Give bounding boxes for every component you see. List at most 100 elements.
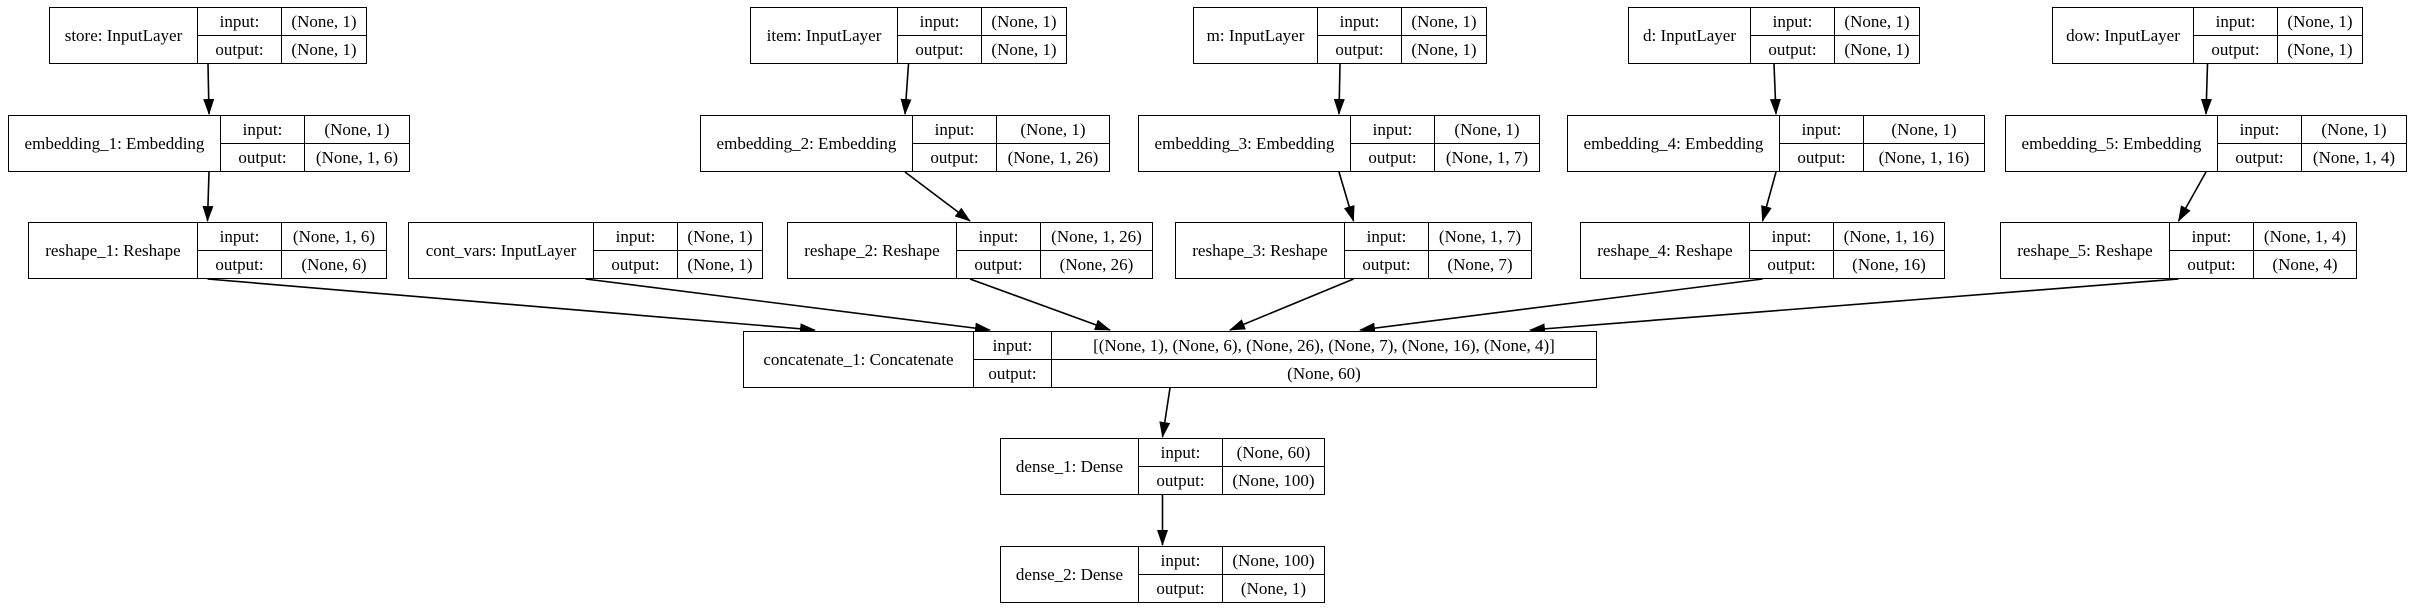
io-table: input: (None, 1) output: (None, 1, 26): [913, 116, 1109, 171]
input-key: input:: [1751, 8, 1835, 35]
layer-name: dense_2: Dense: [1001, 547, 1139, 602]
edge-cont_vars-to-concatenate_1: [585, 278, 991, 334]
edge-reshape_1-to-concatenate_1: [207, 278, 816, 335]
input-row: input: (None, 1): [1751, 8, 1919, 35]
input-row: input:(None, 1, 4): [2170, 223, 2356, 250]
input-row: input:(None, 1): [1780, 116, 1984, 143]
output-key: output:: [1139, 467, 1223, 494]
input-row: input:(None, 1, 16): [1750, 223, 1944, 250]
output-row: output:(None, 1, 4): [2218, 143, 2406, 171]
input-shape: [(None, 1), (None, 6), (None, 26), (None…: [1093, 335, 1555, 355]
output-shape: (None, 1): [687, 254, 753, 274]
input-key: input:: [594, 223, 678, 250]
output-row: output: (None, 26): [957, 250, 1152, 278]
output-row: output:(None, 16): [1750, 250, 1944, 278]
output-shape: (None, 4): [2272, 254, 2338, 274]
edge-reshape_4-to-concatenate_1: [1359, 278, 1763, 334]
input-key: input:: [898, 8, 982, 35]
edge-embedding_3-to-reshape_3: [1338, 171, 1355, 222]
output-row: output: (None, 6): [198, 250, 386, 278]
output-key: output:: [198, 251, 282, 278]
output-row: output:(None, 1): [1751, 35, 1919, 63]
output-row: output:(None, 60): [974, 359, 1596, 387]
output-shape: (None, 6): [301, 254, 367, 274]
input-key: input:: [1139, 439, 1223, 466]
input-shape: (None, 1): [1844, 11, 1910, 31]
io-table: input: (None, 1) output:(None, 1, 7): [1351, 116, 1539, 171]
layer-name: reshape_3: Reshape: [1176, 223, 1345, 278]
output-row: output:(None, 1): [898, 35, 1066, 63]
output-row: output:(None, 1, 7): [1351, 143, 1539, 171]
input-row: input:[(None, 1), (None, 6), (None, 26),…: [974, 332, 1596, 359]
input-key: input:: [1318, 8, 1402, 35]
edge-concatenate_1-to-dense_1: [1159, 387, 1171, 438]
input-key: input:: [2218, 116, 2302, 143]
io-table: input:(None, 1)output:(None, 1, 16): [1780, 116, 1984, 171]
output-key: output:: [2170, 251, 2254, 278]
input-key: input:: [913, 116, 997, 143]
layer-name: dense_1: Dense: [1001, 439, 1139, 494]
layer-name: d: InputLayer: [1629, 8, 1751, 63]
layer-name: reshape_4: Reshape: [1581, 223, 1750, 278]
layer-name: embedding_1: Embedding: [9, 116, 221, 171]
output-key: output:: [957, 251, 1041, 278]
output-key: output:: [221, 144, 305, 171]
output-row: output: (None, 100): [1139, 466, 1324, 494]
output-row: output:(None, 1): [2194, 35, 2362, 63]
output-key: output:: [198, 36, 282, 63]
edge-item-to-embedding_2: [900, 63, 912, 115]
input-shape: (None, 1): [1454, 119, 1520, 139]
output-shape: (None, 1): [991, 39, 1057, 59]
input-row: input:(None, 1): [898, 8, 1066, 35]
output-shape: (None, 100): [1232, 470, 1315, 490]
input-row: input:(None, 60): [1139, 439, 1324, 466]
input-shape: (None, 1, 16): [1843, 226, 1935, 246]
output-shape: (None, 1, 7): [1445, 147, 1529, 167]
output-row: output: (None, 1, 26): [913, 143, 1109, 171]
input-key: input:: [957, 223, 1041, 250]
layer-name: dow: InputLayer: [2053, 8, 2194, 63]
layer-name: item: InputLayer: [751, 8, 898, 63]
output-row: output:(None, 1, 16): [1780, 143, 1984, 171]
input-row: input:(None, 1): [1318, 8, 1486, 35]
output-key: output:: [2218, 144, 2302, 171]
output-shape: (None, 1, 16): [1878, 147, 1970, 167]
input-key: input:: [198, 223, 282, 250]
edge-embedding_5-to-reshape_5: [2177, 171, 2207, 222]
io-table: input:(None, 1)output:(None, 1): [1318, 8, 1486, 63]
output-shape: (None, 60): [1287, 363, 1361, 383]
output-key: output:: [594, 251, 678, 278]
io-table: input:(None, 1)output:(None, 1): [2194, 8, 2362, 63]
output-key: output:: [1139, 575, 1223, 602]
layer-name: m: InputLayer: [1194, 8, 1318, 63]
input-shape: (None, 1): [2321, 119, 2387, 139]
input-shape: (None, 1, 6): [292, 226, 376, 246]
input-shape: (None, 1): [324, 119, 390, 139]
input-shape: (None, 100): [1232, 550, 1315, 570]
input-row: input:(None, 1): [198, 8, 366, 35]
input-key: input:: [2194, 8, 2278, 35]
output-shape: (None, 26): [1059, 254, 1134, 274]
edge-store-to-embedding_1: [203, 63, 215, 115]
input-shape: (None, 1): [1020, 119, 1086, 139]
io-table: input:(None, 1, 16)output:(None, 16): [1750, 223, 1944, 278]
input-key: input:: [1780, 116, 1864, 143]
io-table: input:(None, 1, 26)output:(None, 26): [957, 223, 1152, 278]
output-shape: (None, 1, 26): [1007, 147, 1099, 167]
output-row: output:(None, 1, 6): [221, 143, 409, 171]
output-key: output:: [913, 144, 997, 171]
output-key: output:: [1345, 251, 1429, 278]
input-row: input:(None, 1): [221, 116, 409, 143]
input-key: input:: [1351, 116, 1435, 143]
input-row: input: (None, 1): [1351, 116, 1539, 143]
